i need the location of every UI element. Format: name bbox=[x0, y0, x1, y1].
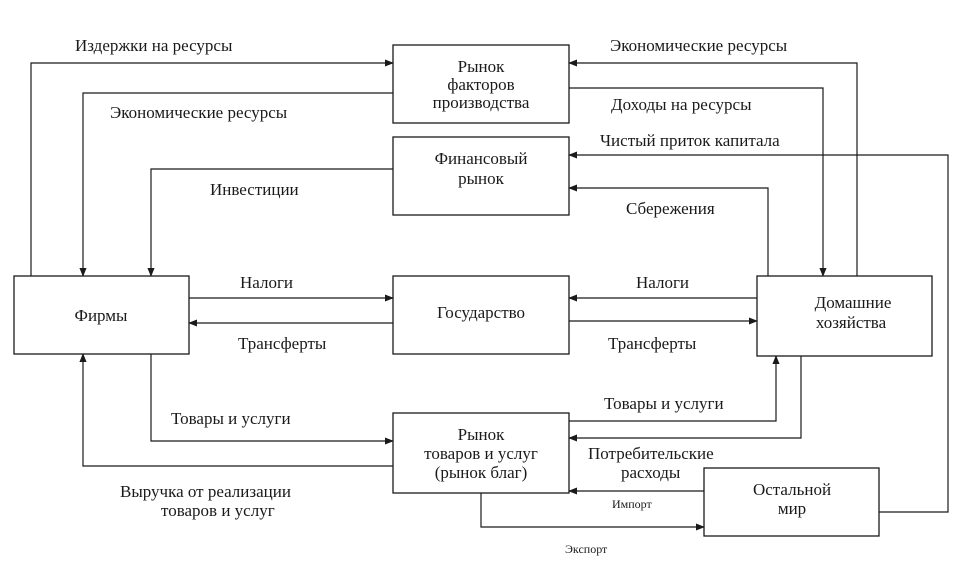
label-resource-costs: Издержки на ресурсы bbox=[75, 36, 233, 55]
label-savings: Сбережения bbox=[626, 199, 715, 218]
rest-of-world-box bbox=[703, 467, 880, 537]
arrow-sales-revenue bbox=[79, 353, 393, 467]
rest-of-world-label-1: Остальной bbox=[753, 480, 831, 499]
households-label-2: хозяйства bbox=[816, 313, 887, 332]
arrow-savings bbox=[568, 184, 769, 276]
factor-market-label-2: факторов bbox=[447, 75, 514, 94]
label-taxes-left: Налоги bbox=[240, 273, 293, 292]
label-economic-resources-right: Экономические ресурсы bbox=[610, 36, 788, 55]
arrow-resource-income bbox=[569, 87, 827, 277]
arrow-goods-from-firms bbox=[150, 354, 394, 445]
arrow-economic-resources-from-households bbox=[568, 59, 858, 276]
label-sales-revenue-2: товаров и услуг bbox=[161, 501, 275, 520]
firms-box bbox=[13, 275, 190, 355]
label-goods-services-left: Товары и услуги bbox=[171, 409, 291, 428]
label-economic-resources-left: Экономические ресурсы bbox=[110, 103, 288, 122]
firms-label: Фирмы bbox=[75, 306, 129, 325]
arrow-goods-to-households bbox=[569, 355, 780, 422]
factor-market-label-1: Рынок bbox=[458, 57, 505, 76]
factor-market-box bbox=[392, 44, 570, 124]
arrow-investment bbox=[147, 168, 393, 277]
label-consumer-spending-1: Потребительские bbox=[588, 444, 714, 463]
arrow-net-capital-inflow bbox=[568, 151, 949, 513]
label-consumer-spending-2: расходы bbox=[621, 463, 681, 482]
financial-market-label-2: рынок bbox=[458, 169, 505, 188]
arrow-resource-costs bbox=[30, 59, 394, 276]
factor-market-label-3: производства bbox=[433, 93, 530, 112]
rest-of-world-label-2: мир bbox=[778, 499, 806, 518]
label-resource-income: Доходы на ресурсы bbox=[611, 95, 752, 114]
arrow-economic-resources-to-firms bbox=[79, 92, 393, 277]
label-net-capital-inflow: Чистый приток капитала bbox=[600, 131, 780, 150]
label-import: Импорт bbox=[612, 497, 653, 511]
goods-market-label-1: Рынок bbox=[458, 425, 505, 444]
label-investment: Инвестиции bbox=[210, 180, 299, 199]
label-goods-services-right: Товары и услуги bbox=[604, 394, 724, 413]
financial-market-box bbox=[392, 136, 570, 216]
arrow-export bbox=[480, 493, 705, 531]
government-box bbox=[392, 275, 570, 355]
label-transfers-right: Трансферты bbox=[608, 334, 697, 353]
label-sales-revenue-1: Выручка от реализации bbox=[120, 482, 291, 501]
goods-market-box bbox=[392, 412, 570, 494]
financial-market-label-1: Финансовый bbox=[435, 149, 528, 168]
government-label: Государство bbox=[437, 303, 525, 322]
arrow-consumer-spending bbox=[568, 356, 802, 442]
label-export: Экспорт bbox=[565, 542, 608, 556]
goods-market-label-3: (рынок благ) bbox=[435, 463, 528, 482]
households-label-1: Домашние bbox=[815, 293, 892, 312]
goods-market-label-2: товаров и услуг bbox=[424, 444, 538, 463]
label-transfers-left: Трансферты bbox=[238, 334, 327, 353]
households-box bbox=[756, 275, 933, 357]
label-taxes-right: Налоги bbox=[636, 273, 689, 292]
